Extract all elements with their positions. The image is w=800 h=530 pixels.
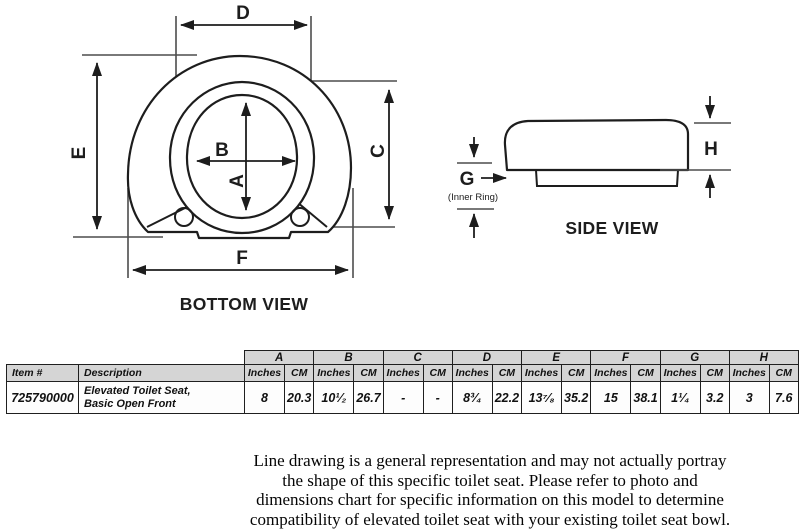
- seat-opening-outline: [185, 93, 299, 220]
- col-group-a: A: [243, 350, 315, 365]
- seat-side-profile: [503, 118, 690, 172]
- value-a-inches: 8: [244, 381, 285, 414]
- inches-header-d: Inches: [451, 364, 493, 382]
- bottom-view: D E C B A F BOTTOM VIEW: [69, 3, 397, 314]
- inches-header-g: Inches: [659, 364, 701, 382]
- value-d-cm: 22.2: [491, 381, 523, 414]
- description-header: Description: [78, 364, 245, 382]
- dim-label-f: F: [236, 248, 248, 269]
- dim-label-e: E: [69, 147, 90, 160]
- dimension-letters-row: A B C D E F G H: [7, 350, 799, 365]
- cm-header-h: CM: [768, 364, 799, 382]
- dim-label-g: G: [460, 169, 475, 190]
- inner-ring-note: (Inner Ring): [448, 192, 498, 203]
- value-c-cm: -: [422, 381, 453, 414]
- product-row: 725790000 Elevated Toilet Seat,Basic Ope…: [6, 381, 799, 414]
- dim-label-d: D: [236, 3, 250, 24]
- cm-header-f: CM: [630, 364, 661, 382]
- value-b-cm: 26.7: [353, 381, 384, 414]
- value-e-inches: 13⁷⁄₈: [521, 381, 563, 414]
- value-a-cm: 20.3: [283, 381, 315, 414]
- value-g-inches: 1¹⁄₄: [659, 381, 701, 414]
- value-h-cm: 7.6: [768, 381, 799, 414]
- table-corner-spacer: [7, 351, 245, 365]
- dim-label-a: A: [227, 174, 248, 188]
- technical-drawing: D E C B A F BOTTOM VIEW H G (Inner Ring): [69, 3, 731, 314]
- dim-label-h: H: [704, 139, 718, 160]
- inches-header-f: Inches: [590, 364, 632, 382]
- dim-label-c: C: [368, 144, 389, 158]
- col-group-d: D: [451, 350, 523, 365]
- col-group-b: B: [313, 350, 384, 365]
- item-number-value: 725790000: [6, 381, 79, 414]
- item-number-header: Item #: [6, 364, 79, 382]
- description-line-1: Elevated Toilet Seat,: [84, 385, 191, 397]
- bottom-view-title: BOTTOM VIEW: [180, 294, 309, 314]
- value-h-inches: 3: [728, 381, 770, 414]
- col-group-g: G: [659, 350, 730, 365]
- col-group-h: H: [728, 350, 799, 365]
- inches-header-h: Inches: [728, 364, 770, 382]
- value-d-inches: 8³⁄₄: [451, 381, 493, 414]
- inches-header-e: Inches: [521, 364, 563, 382]
- value-e-cm: 35.2: [561, 381, 592, 414]
- disclaimer-line-1: Line drawing is a general representation…: [253, 451, 727, 470]
- cm-header-b: CM: [353, 364, 384, 382]
- side-view: H G (Inner Ring) SIDE VIEW: [448, 96, 731, 238]
- value-c-inches: -: [382, 381, 424, 414]
- cm-header-g: CM: [699, 364, 730, 382]
- bolt-hole-left: [174, 207, 194, 227]
- side-view-title: SIDE VIEW: [565, 218, 658, 238]
- value-g-cm: 3.2: [699, 381, 730, 414]
- inches-header-a: Inches: [244, 364, 285, 382]
- disclaimer-line-3: dimensions chart for specific informatio…: [256, 490, 724, 509]
- cm-header-a: CM: [283, 364, 315, 382]
- col-group-f: F: [590, 350, 661, 365]
- disclaimer-line-4: compatibility of elevated toilet seat wi…: [249, 509, 731, 529]
- cm-header-c: CM: [422, 364, 453, 382]
- disclaimer-line-2: the shape of this specific toilet seat. …: [282, 470, 698, 490]
- dimensions-table: A B C D E F G H Item # Description Inche…: [6, 350, 799, 414]
- cm-header-d: CM: [491, 364, 523, 382]
- col-group-c: C: [382, 350, 453, 365]
- value-f-inches: 15: [590, 381, 632, 414]
- value-b-inches: 10¹⁄₂: [313, 381, 355, 414]
- inches-header-b: Inches: [313, 364, 355, 382]
- cm-header-e: CM: [561, 364, 592, 382]
- col-group-e: E: [521, 350, 592, 365]
- description-line-2: Basic Open Front: [84, 397, 176, 410]
- bolt-hole-right: [290, 207, 310, 227]
- description-value: Elevated Toilet Seat,Basic Open Front: [78, 381, 245, 414]
- inner-ring-side: [535, 169, 679, 187]
- dim-label-b: B: [215, 140, 229, 161]
- value-f-cm: 38.1: [630, 381, 661, 414]
- inches-header-c: Inches: [382, 364, 424, 382]
- units-header-row: Item # Description Inches CM Inches CM I…: [6, 364, 799, 382]
- disclaimer-text: Line drawing is a general representation…: [178, 451, 800, 529]
